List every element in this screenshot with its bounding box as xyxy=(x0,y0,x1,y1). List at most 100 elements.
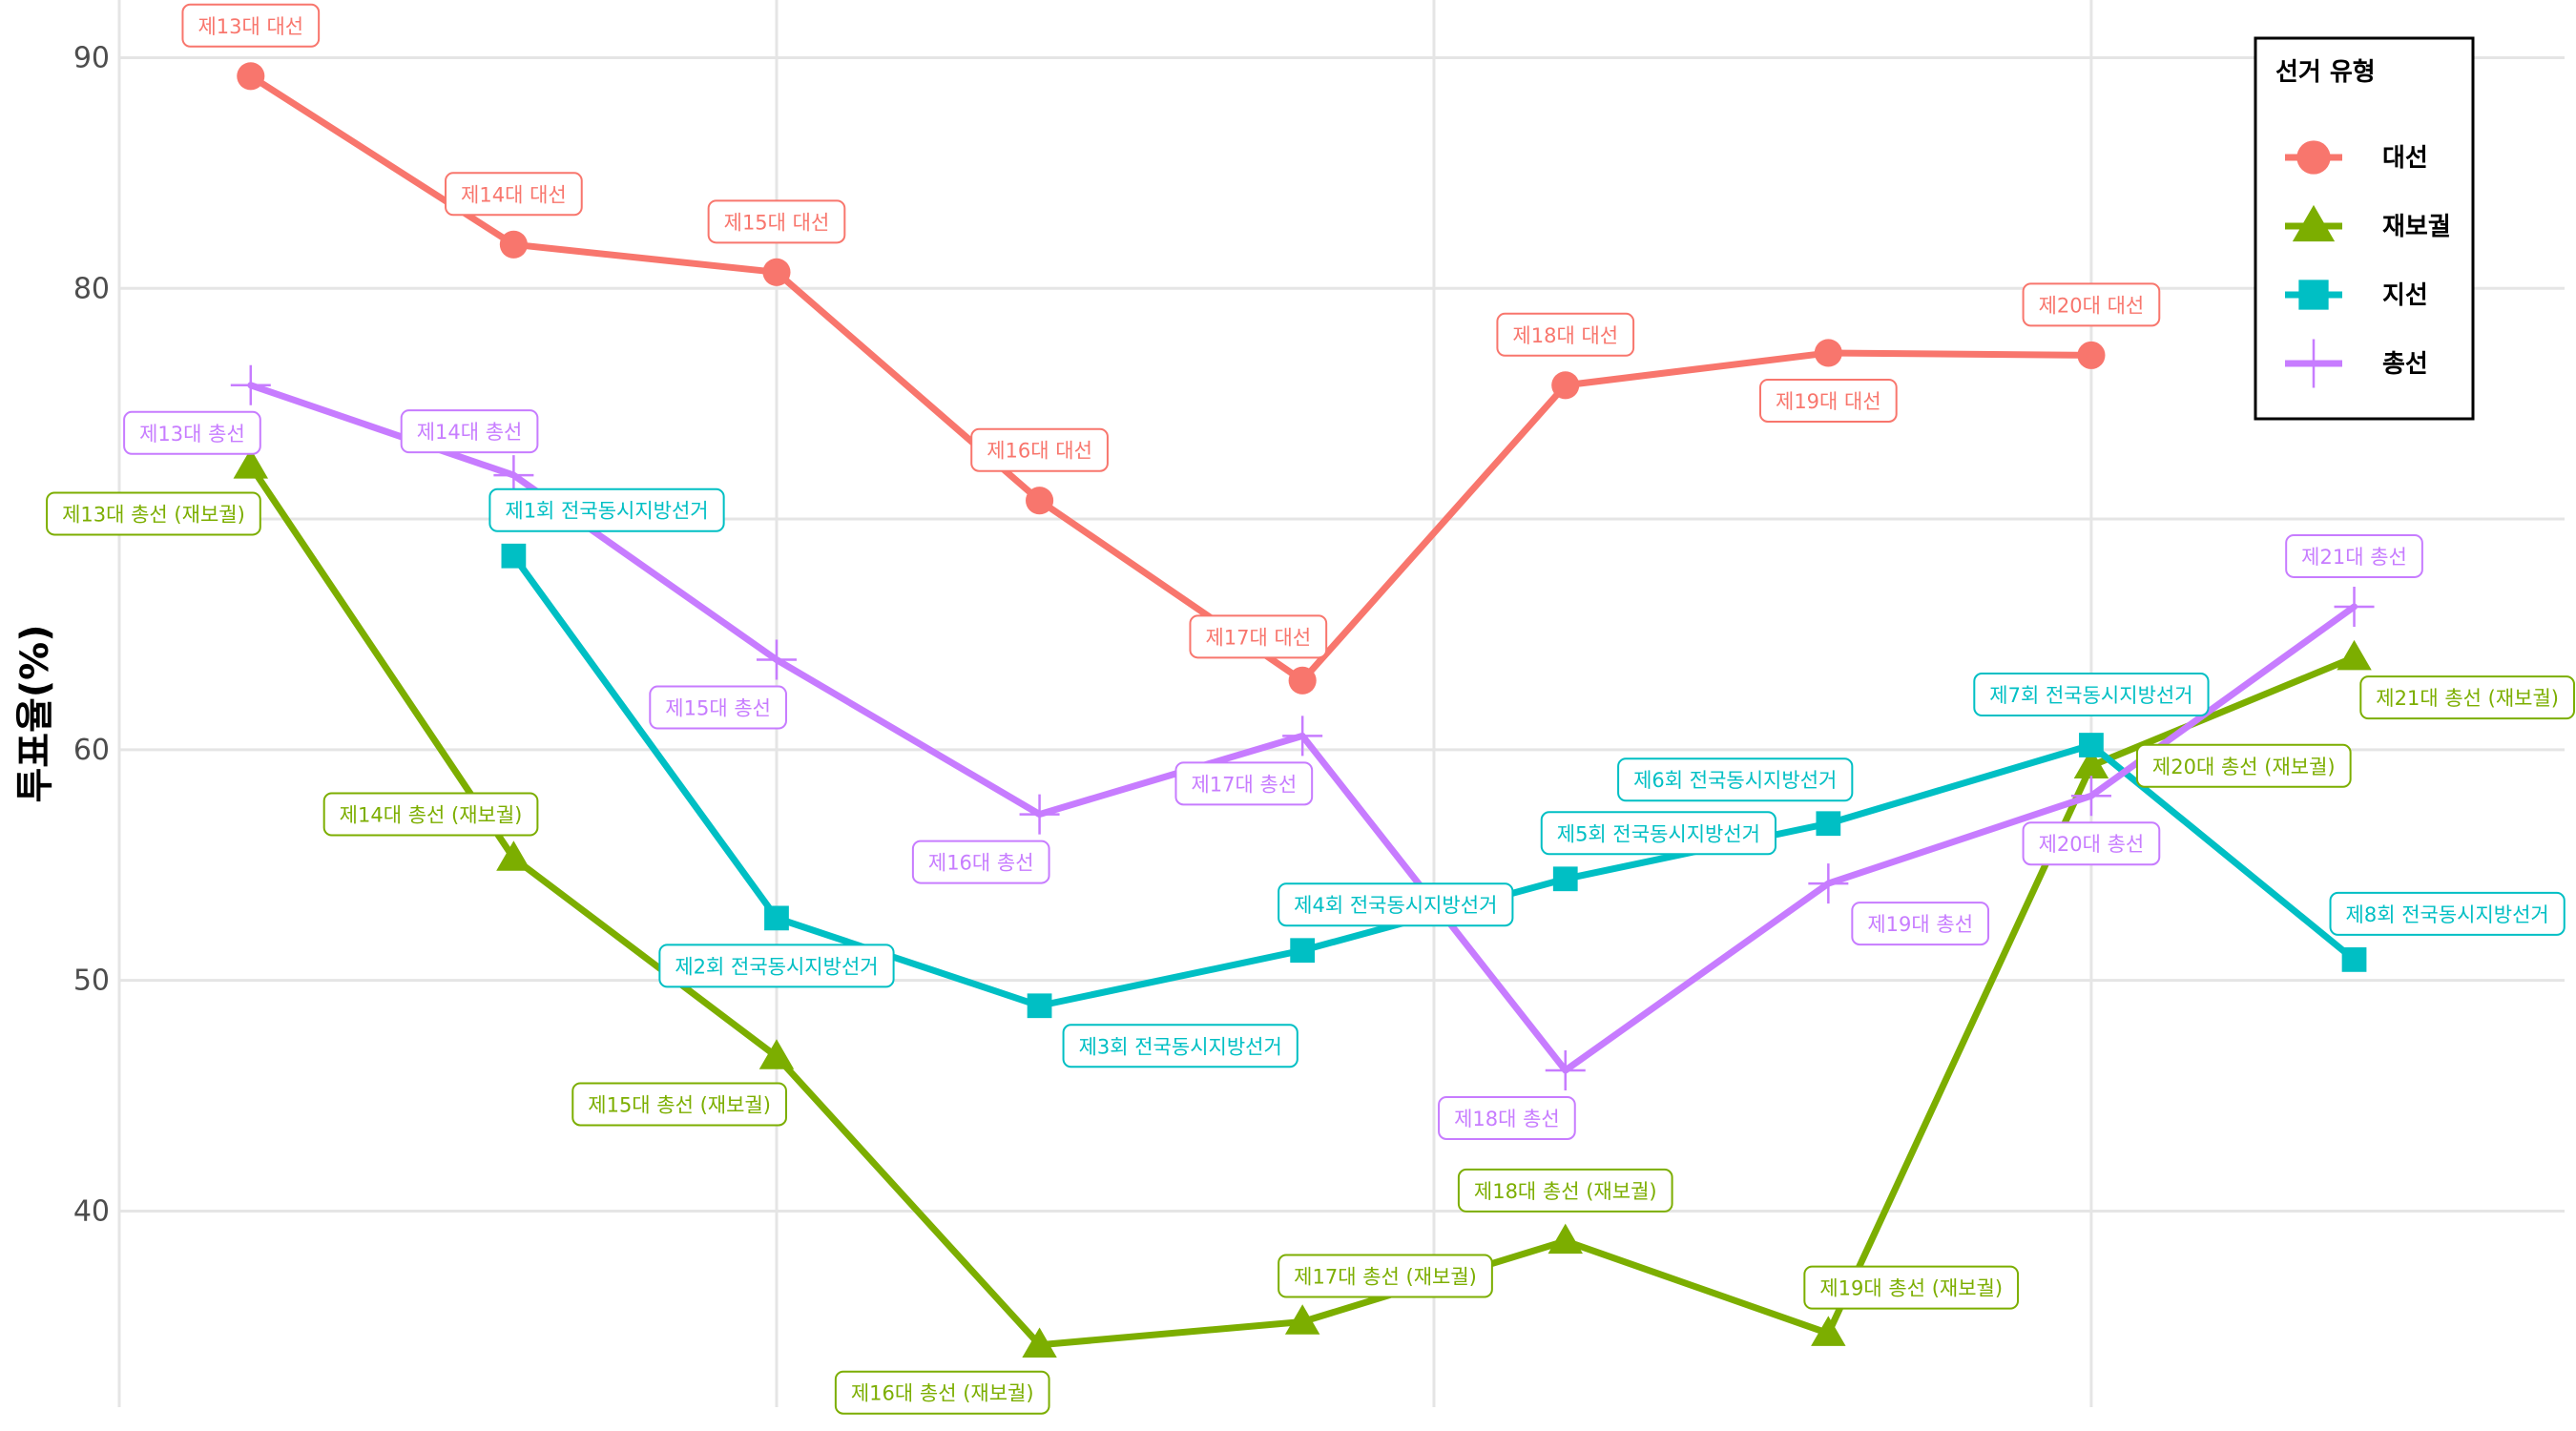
data-point xyxy=(758,1039,795,1069)
point-label-text: 제20대 대선 xyxy=(2039,294,2145,317)
point-label-box xyxy=(707,199,846,244)
point-label-box xyxy=(123,410,261,455)
point-label-text: 제1회 전국동시지방선거 xyxy=(505,500,708,523)
point-label: 제13대 대선 xyxy=(181,3,321,48)
point-label-text: 제16대 대선 xyxy=(987,440,1092,463)
y-tick-label: 50 xyxy=(73,964,110,998)
point-label: 제8회 전국동시지방선거 xyxy=(2329,891,2566,936)
point-label-text: 제19대 총선 (재보궐) xyxy=(1819,1277,2003,1300)
point-label: 제13대 총선 (재보궐) xyxy=(46,491,261,536)
legend-label: 재보궐 xyxy=(2382,213,2451,241)
point-label-box xyxy=(1759,378,1898,423)
point-label-text: 제21대 총선 xyxy=(2301,546,2407,569)
point-label: 제17대 대선 xyxy=(1189,614,1328,659)
point-label-box xyxy=(2135,743,2352,788)
point-label: 제21대 총선 xyxy=(2285,533,2423,578)
data-point xyxy=(1026,487,1054,515)
point-label: 제16대 총선 xyxy=(911,840,1050,884)
data-point xyxy=(2079,733,2104,757)
point-label: 제18대 총선 (재보궐) xyxy=(1457,1168,1673,1213)
legend-marker xyxy=(2289,339,2338,388)
point-label-text: 제14대 총선 (재보궐) xyxy=(340,804,523,827)
data-point xyxy=(2337,639,2372,671)
data-point xyxy=(1282,716,1323,757)
point-label: 제19대 총선 xyxy=(1851,902,1990,946)
point-label-text: 제4회 전국동시지방선거 xyxy=(1294,894,1497,917)
data-point xyxy=(2077,341,2106,369)
point-label-box xyxy=(911,840,1050,884)
data-point xyxy=(1545,1049,1586,1090)
point-label-text: 제19대 대선 xyxy=(1776,390,1881,413)
point-label-text: 제16대 총선 xyxy=(928,852,1034,875)
point-label-box xyxy=(1174,761,1314,806)
point-label-box xyxy=(400,409,539,454)
point-label: 제3회 전국동시지방선거 xyxy=(1062,1024,1298,1068)
point-label-text: 제18대 총선 (재보궐) xyxy=(1474,1180,1657,1203)
data-point xyxy=(1027,993,1052,1019)
data-point xyxy=(2070,776,2111,817)
series-markers xyxy=(230,62,2375,1358)
point-label-text: 제8회 전국동시지방선거 xyxy=(2346,903,2549,926)
point-label-text: 제13대 총선 xyxy=(139,423,245,446)
point-label-text: 제2회 전국동시지방선거 xyxy=(675,955,878,978)
y-tick-label: 80 xyxy=(73,272,110,305)
data-point xyxy=(1284,1304,1320,1335)
data-point xyxy=(1551,371,1580,400)
point-label-box xyxy=(1540,811,1777,856)
point-label-box xyxy=(445,172,583,217)
point-label-text: 제15대 총선 xyxy=(665,697,771,720)
data-point xyxy=(1019,794,1060,835)
data-point xyxy=(1288,666,1317,695)
point-label-box xyxy=(1438,1095,1576,1140)
point-label-box xyxy=(1617,757,1854,802)
point-label-box xyxy=(970,427,1109,472)
data-point xyxy=(2341,947,2367,972)
point-label-text: 제20대 총선 (재보궐) xyxy=(2152,756,2336,778)
data-point xyxy=(237,62,265,91)
data-point xyxy=(496,840,531,871)
legend-entry: 총선 xyxy=(2285,339,2428,388)
point-label: 제6회 전국동시지방선거 xyxy=(1617,757,1854,802)
data-point xyxy=(1548,1223,1583,1255)
legend-entry: 재보궐 xyxy=(2285,204,2451,242)
point-label: 제19대 총선 (재보궐) xyxy=(1803,1265,2020,1310)
point-label: 제14대 총선 xyxy=(400,409,539,454)
point-label-box xyxy=(2329,891,2566,936)
legend-entry: 대선 xyxy=(2285,140,2428,175)
point-label: 제21대 총선 (재보궐) xyxy=(2359,675,2575,720)
point-label-text: 제6회 전국동시지방선거 xyxy=(1633,769,1837,792)
point-label: 제7회 전국동시지방선거 xyxy=(1973,673,2210,717)
data-point xyxy=(2073,748,2109,779)
data-point xyxy=(1811,1316,1846,1346)
point-label-box xyxy=(322,792,539,837)
data-point xyxy=(501,543,527,569)
point-label: 제2회 전국동시지방선거 xyxy=(658,944,895,988)
legend-marker xyxy=(2292,204,2336,242)
y-tick-label: 60 xyxy=(73,734,110,767)
point-label-box xyxy=(2022,821,2161,866)
point-label-box xyxy=(649,685,787,730)
point-label: 제20대 총선 (재보궐) xyxy=(2135,743,2352,788)
point-label-text: 제18대 대선 xyxy=(1512,324,1618,347)
point-label-text: 제13대 대선 xyxy=(197,15,303,38)
point-label: 제15대 총선 (재보궐) xyxy=(571,1082,787,1127)
point-label: 제18대 총선 xyxy=(1438,1095,1576,1140)
point-label-box xyxy=(46,491,261,536)
data-point xyxy=(764,905,789,931)
point-label-box xyxy=(2359,675,2575,720)
point-label-text: 제14대 대선 xyxy=(461,183,567,206)
point-label-text: 제21대 총선 (재보궐) xyxy=(2376,687,2559,710)
point-label: 제17대 총선 (재보궐) xyxy=(1278,1254,1493,1298)
point-label-text: 제19대 총선 xyxy=(1867,913,1973,936)
point-label: 제14대 대선 xyxy=(445,172,583,217)
point-label: 제20대 총선 xyxy=(2022,821,2161,866)
series-line xyxy=(247,73,2095,684)
point-label-box xyxy=(1062,1024,1298,1068)
data-point xyxy=(230,364,271,405)
point-label-box xyxy=(658,944,895,988)
y-axis-title: 투표율(%) xyxy=(13,624,57,802)
data-point xyxy=(1814,339,1842,367)
point-label-box xyxy=(1278,882,1514,927)
point-label: 제16대 대선 xyxy=(970,427,1109,472)
